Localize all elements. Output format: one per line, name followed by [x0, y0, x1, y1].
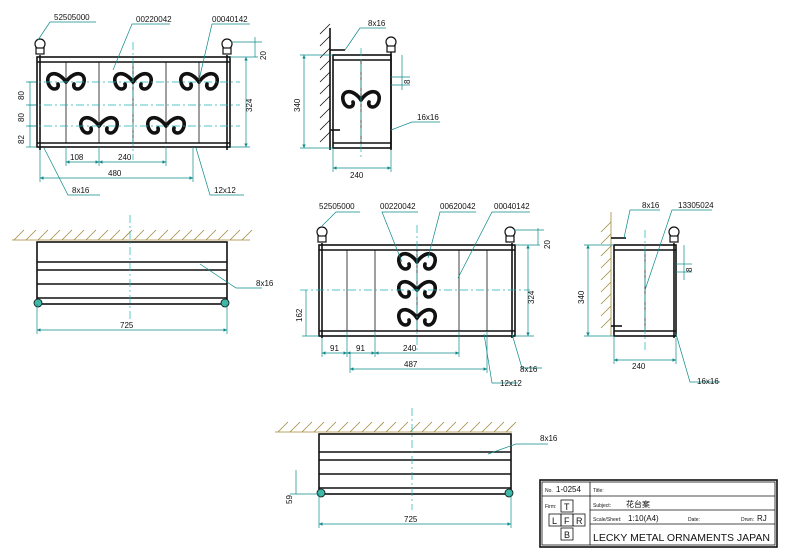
dim-20-1: 20 [259, 51, 268, 60]
dim-108: 108 [70, 153, 84, 162]
tb-drawn-value: RJ [757, 514, 767, 523]
label-8x16-3: 8x16 [256, 279, 274, 288]
tb-no-value: 1-0254 [556, 485, 581, 494]
dim-80b: 80 [17, 113, 26, 122]
dim-340-2: 340 [577, 290, 586, 304]
label-8x16-4: 8x16 [520, 365, 538, 374]
tb-title-value: 花台案 [626, 499, 650, 509]
scroll-ornament [46, 71, 219, 135]
side-view-middle [584, 209, 720, 383]
dim-8-2: 8 [685, 267, 694, 272]
label-8x16-1: 8x16 [72, 186, 90, 195]
tb-no-label: No. [545, 488, 553, 494]
label-8x16-5: 8x16 [642, 201, 660, 210]
tb-view-t: T [564, 502, 570, 512]
dim-725-2: 725 [404, 515, 418, 524]
dim-20-2: 20 [543, 240, 552, 249]
tb-view-r: R [576, 516, 583, 526]
title-block [539, 479, 778, 548]
top-view-1 [12, 215, 262, 334]
dim-725-1: 725 [120, 321, 134, 330]
tb-date-label: Date: [688, 517, 700, 523]
tb-drawn-label: Drwn: [741, 517, 754, 523]
label-bracket: 13305024 [678, 201, 714, 210]
label-scroll-b-1: 00040142 [212, 15, 248, 24]
label-8x16-2: 8x16 [368, 19, 386, 28]
tb-firm-label: Firm: [545, 504, 556, 510]
front-view-top [26, 21, 262, 196]
label-scroll-a-2: 00220042 [380, 202, 416, 211]
tb-view-l: L [552, 516, 557, 526]
dim-91a: 91 [330, 344, 339, 353]
label-finial-2: 52505000 [319, 202, 355, 211]
dim-80a: 80 [17, 91, 26, 100]
dim-487: 487 [404, 360, 418, 369]
tb-view-b: B [564, 530, 570, 540]
label-scroll-a-1: 00220042 [136, 15, 172, 24]
dim-82: 82 [17, 135, 26, 144]
top-view-2 [275, 408, 548, 528]
dim-59: 59 [285, 495, 294, 504]
tb-scale-label: Scale/Sheet: [593, 517, 621, 523]
front-view-middle [300, 211, 544, 384]
dim-324-2: 324 [527, 290, 536, 304]
label-8x16-6: 8x16 [540, 434, 558, 443]
dim-240-4: 240 [632, 362, 646, 371]
dim-340-1: 340 [293, 98, 302, 112]
tb-company: LECKY METAL ORNAMENTS JAPAN [593, 532, 770, 544]
side-view-top [300, 23, 440, 172]
dim-240-3: 240 [403, 344, 417, 353]
dim-91b: 91 [356, 344, 365, 353]
tb-subject-label: Subject: [593, 503, 611, 509]
dim-324-1: 324 [245, 98, 254, 112]
dim-162: 162 [295, 308, 304, 322]
dim-480: 480 [108, 169, 122, 178]
label-16x16-2: 16x16 [697, 377, 719, 386]
label-12x12-2: 12x12 [500, 379, 522, 388]
tb-title-label: Title: [593, 488, 604, 494]
label-scroll-c: 00620042 [440, 202, 476, 211]
tb-view-f: F [564, 516, 570, 526]
tb-scale-value: 1:10(A4) [628, 514, 659, 523]
dim-8-1: 8 [403, 79, 412, 84]
dim-240-2: 240 [350, 171, 364, 180]
label-12x12-1: 12x12 [214, 186, 236, 195]
label-16x16-1: 16x16 [417, 113, 439, 122]
dim-240-1: 240 [118, 153, 132, 162]
label-finial-1: 52505000 [54, 13, 90, 22]
label-scroll-b-2: 00040142 [494, 202, 530, 211]
